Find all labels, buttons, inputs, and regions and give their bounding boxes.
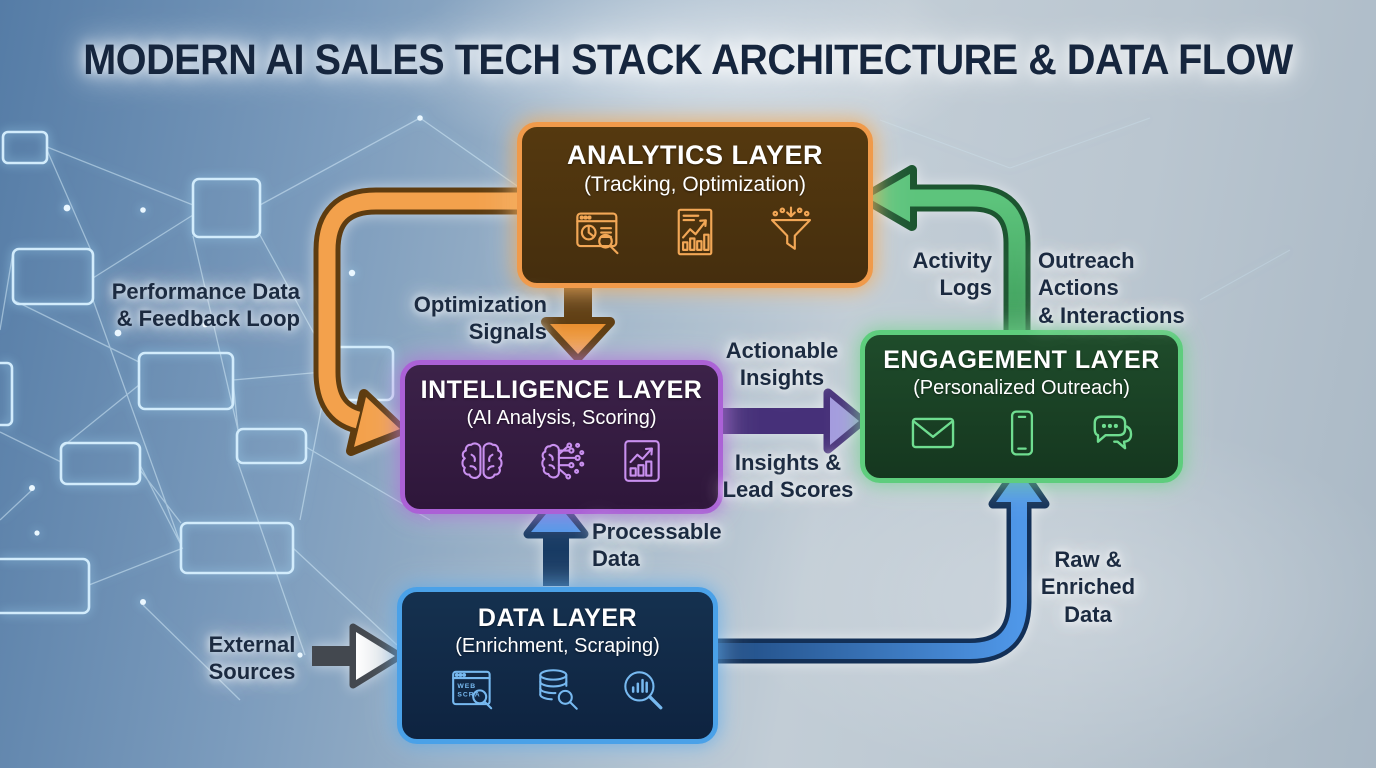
network-lines-faint	[879, 117, 1291, 301]
performance-feedback-label: Performance Data & Feedback Loop	[111, 279, 300, 332]
data-layer-box: DATA LAYER (Enrichment, Scraping) WEB SC…	[397, 587, 718, 744]
analytics-layer-title: ANALYTICS LAYER	[566, 140, 824, 170]
actionable-insights-label: Actionable Insights	[725, 338, 839, 391]
email-icon	[907, 407, 959, 459]
ai-circuit-brain-icon	[537, 436, 587, 486]
engagement-layer-title: ENGAGEMENT LAYER	[883, 346, 1160, 374]
raw-enriched-data-arrow	[709, 461, 1050, 664]
score-chart-icon	[617, 436, 667, 486]
insights-arrow	[714, 388, 867, 454]
brain-icon	[457, 436, 507, 486]
diagram-title: MODERN AI SALES TECH STACK ARCHITECTURE …	[83, 36, 1293, 84]
chat-icon	[1085, 407, 1137, 459]
phone-icon	[997, 408, 1047, 458]
external-sources-label: External Sources	[208, 632, 296, 685]
data-icons-row: WEB SCRA	[449, 664, 667, 714]
data-layer-title: DATA LAYER	[477, 604, 638, 632]
web-scraper-text-line1: WEB	[457, 683, 476, 690]
processable-data-arrow	[523, 493, 589, 586]
raw-enriched-data-label: Raw & Enriched Data	[1040, 547, 1136, 627]
intelligence-layer-subtitle: (AI Analysis, Scoring)	[466, 407, 657, 429]
intelligence-layer-title: INTELLIGENCE LAYER	[420, 376, 703, 404]
network-dots	[29, 115, 423, 658]
dashboard-analytics-icon	[573, 206, 625, 258]
network-lines	[0, 117, 581, 701]
intelligence-icons-row	[457, 436, 667, 486]
engagement-layer-subtitle: (Personalized Outreach)	[913, 377, 1130, 399]
data-search-icon	[617, 664, 667, 714]
data-layer-subtitle: (Enrichment, Scraping)	[455, 635, 660, 657]
intelligence-layer-box: INTELLIGENCE LAYER (AI Analysis, Scoring…	[400, 360, 723, 514]
engagement-layer-box: ENGAGEMENT LAYER (Personalized Outreach)	[860, 330, 1183, 483]
analytics-layer-box: ANALYTICS LAYER (Tracking, Optimization)	[517, 122, 873, 288]
feedback-loop-arrow	[313, 187, 519, 456]
funnel-icon	[765, 206, 817, 258]
optimization-signals-label: Optimization Signals	[413, 292, 547, 345]
trend-chart-icon	[669, 206, 721, 258]
processable-data-label: Processable Data	[592, 519, 722, 572]
database-icon	[533, 664, 583, 714]
web-scraper-text-line2: SCRA	[457, 691, 480, 698]
web-scraper-icon: WEB SCRA	[449, 664, 499, 714]
activity-logs-label: Activity Logs	[912, 248, 992, 301]
engagement-icons-row	[907, 407, 1137, 459]
insights-lead-scores-label: Insights & Lead Scores	[722, 450, 854, 503]
activity-logs-arrow	[859, 165, 1031, 332]
analytics-icons-row	[573, 206, 817, 258]
external-sources-arrow	[312, 623, 404, 689]
analytics-layer-subtitle: (Tracking, Optimization)	[583, 173, 807, 196]
outreach-actions-label: Outreach Actions & Interactions	[1038, 248, 1185, 328]
